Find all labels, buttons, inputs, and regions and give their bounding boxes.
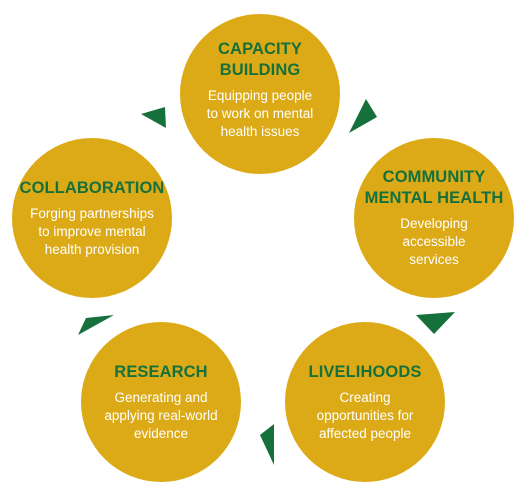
research-description: Generating and applying real-world evide… [104, 389, 218, 441]
capacity-building-description: Equipping people to work on mental healt… [206, 88, 314, 139]
arrow-research-to-collaboration-icon [78, 315, 114, 335]
collaboration-description: Forging partnerships to improve mental h… [30, 205, 154, 257]
research-title: RESEARCH [114, 362, 208, 381]
livelihoods-circle: LIVELIHOODS Creating opportunities for a… [285, 322, 445, 482]
collaboration-title: COLLABORATION [19, 178, 165, 197]
arrow-collaboration-to-capacity-icon [141, 107, 166, 128]
livelihoods-title: LIVELIHOODS [308, 362, 422, 381]
research-circle: RESEARCH Generating and applying real-wo… [81, 322, 241, 482]
livelihoods-description: Creating opportunities for affected peop… [316, 389, 414, 441]
capacity-building-circle: CAPACITY BUILDING Equipping people to wo… [180, 14, 340, 174]
arrow-capacity-to-community-icon [349, 99, 377, 133]
arrow-livelihoods-to-research-icon [260, 424, 274, 465]
collaboration-circle: COLLABORATION Forging partnerships to im… [12, 138, 172, 298]
community-mental-health-circle: COMMUNITY MENTAL HEALTH Developing acces… [354, 138, 514, 298]
community-mental-health-title: COMMUNITY MENTAL HEALTH [364, 168, 504, 207]
community-mental-health-description: Developing accessible services [400, 216, 468, 267]
capacity-building-title: CAPACITY BUILDING [218, 40, 302, 79]
arrow-community-to-livelihoods-icon [416, 312, 455, 334]
